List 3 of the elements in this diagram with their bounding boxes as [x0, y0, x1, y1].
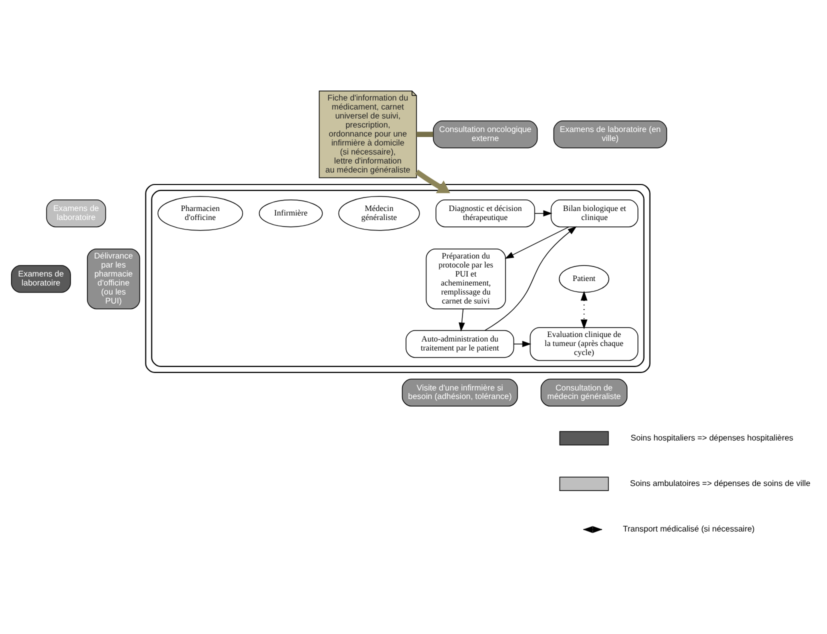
legend-label: Transport médicalisé (si nécessaire)	[622, 524, 755, 534]
legend-label: Soins hospitaliers => dépenses hospitalières	[630, 433, 794, 442]
legend-label: Soins ambulatoires => dépenses de soins de ville	[630, 479, 810, 488]
